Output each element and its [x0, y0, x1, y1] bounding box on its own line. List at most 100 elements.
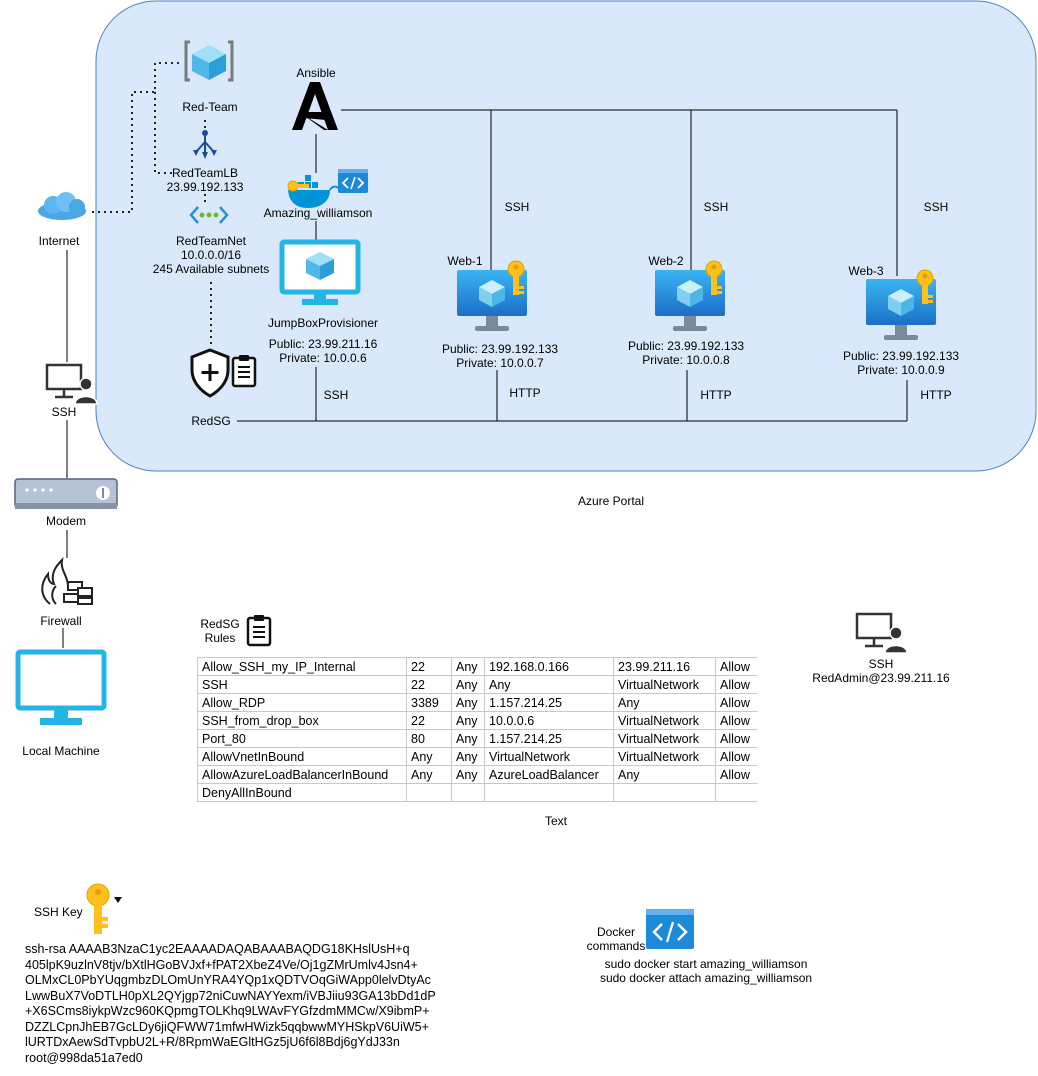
docker-cmd-attach: sudo docker attach amazing_williamson [599, 971, 813, 985]
rules-table-cell: VirtualNetwork [613, 747, 716, 766]
load-balancer-icon [193, 130, 217, 159]
rules-table-cell: Allow [715, 693, 758, 712]
edge-label-ssh-web3: SSH [923, 200, 949, 214]
rules-table-cell: Port_80 [197, 729, 407, 748]
jumpbox-name: JumpBoxProvisioner [267, 316, 379, 330]
rules-table-cell: Any [451, 765, 485, 784]
web2-name: Web-2 [648, 254, 684, 268]
container-label: Amazing_williamson [263, 206, 373, 220]
local-machine-label: Local Machine [22, 744, 100, 758]
rules-table-cell: Any [451, 711, 485, 730]
ssh-key-line: DZZLCpnJhEB7GcLDy6jiQFWW71mfwHWizk5qqbww… [25, 1019, 429, 1034]
rules-table-cell: Any [613, 693, 716, 712]
rules-table-cell [406, 783, 452, 802]
firewall-icon [41, 556, 93, 605]
clipboard-icon [246, 615, 272, 647]
modem-label: Modem [45, 514, 86, 528]
dotted-connectors [92, 62, 212, 345]
nsg-label: RedSG [191, 414, 231, 428]
vnet-icon [189, 206, 229, 224]
ssh-key-line: +X6SCms8iykpWzc960KQpmgTOLKhq9LWAvFYGfzd… [25, 1004, 430, 1018]
vnet-name: RedTeamNet [175, 234, 247, 248]
edge-label-ssh-web2: SSH [703, 200, 729, 214]
vnet-subnets: 245 Available subnets [152, 262, 270, 276]
rules-table-cell: 80 [406, 729, 452, 748]
ssh-key-line: LwwBuX7VoDTLH0pXL2QYjgp72niCuwNAYYexm/iV… [25, 988, 436, 1003]
ansible-label: Ansible [296, 66, 336, 80]
firewall-label: Firewall [40, 614, 82, 628]
edge-label-ssh-web1: SSH [504, 200, 530, 214]
edge-label-http-web1: HTTP [509, 386, 541, 400]
admin-computer-icon [855, 612, 908, 654]
rules-table-cell: 22 [406, 711, 452, 730]
web3-vm-icon [866, 269, 936, 340]
edge-label-http-web2: HTTP [700, 388, 732, 402]
rules-table-cell: AzureLoadBalancer [484, 765, 614, 784]
jumpbox-vm-icon [279, 239, 361, 305]
rules-table-cell: Allow [715, 747, 758, 766]
ansible-logo [292, 82, 338, 130]
rules-title-line2: Rules [204, 631, 236, 645]
rules-table-cell: Any [406, 765, 452, 784]
ssh-key-line: 405lpK9uzlnV8tjv/bXtlHGoBVJxf+fPAT2XbeZ4… [25, 957, 418, 972]
web1-private: Private: 10.0.0.7 [456, 356, 544, 370]
rules-table-row: DenyAllInBound [197, 783, 758, 802]
docker-label-line1: Docker [596, 925, 635, 939]
rules-table-cell: Any [451, 657, 485, 676]
shield-icon [190, 348, 230, 398]
rules-table-cell: SSH_from_drop_box [197, 711, 407, 730]
admin-ssh-label: SSH [868, 657, 894, 671]
rules-table-cell: 1.157.214.25 [484, 729, 614, 748]
monitor-icon [15, 649, 107, 725]
rules-table-cell: Any [451, 675, 485, 694]
rules-table-cell: 192.168.0.166 [484, 657, 614, 676]
edge-label-ssh-jumpbox: SSH [323, 388, 349, 402]
rules-table-cell: VirtualNetwork [613, 729, 716, 748]
ssh-left-label: SSH [51, 405, 77, 419]
key-icon [287, 180, 309, 192]
ssh-key-text: ssh-rsa AAAAB3NzaC1yc2EAAAADAQABAAABAQDG… [25, 942, 465, 1066]
internet-label: Internet [38, 234, 80, 248]
ssh-key-label: SSH Key [34, 905, 83, 919]
web1-name: Web-1 [447, 254, 483, 268]
vm-icon [184, 40, 234, 82]
rules-caption: Text [544, 814, 567, 828]
rules-table-cell: Any [451, 747, 485, 766]
cloud-icon [38, 192, 86, 220]
load-balancer-ip: 23.99.192.133 [166, 180, 244, 194]
modem-icon [14, 478, 118, 509]
docker-label-line2: commands [586, 939, 646, 953]
rules-table-cell [484, 783, 614, 802]
code-icon [338, 169, 368, 193]
rules-table-cell: VirtualNetwork [484, 747, 614, 766]
web1-vm-icon [457, 260, 527, 331]
rules-table-cell: Any [613, 765, 716, 784]
vnet-cidr: 10.0.0.0/16 [180, 248, 242, 262]
rules-table-cell: Any [484, 675, 614, 694]
ssh-key-line: root@998da51a7ed0 [25, 1050, 143, 1065]
web3-public: Public: 23.99.192.133 [842, 349, 960, 363]
rules-table-cell: 3389 [406, 693, 452, 712]
ssh-key-line: lURTDxAewSdTvpbU2L+R/8RpmWaEGltHGz5jU6f6… [25, 1035, 400, 1049]
rules-table-cell: Allow_RDP [197, 693, 407, 712]
web1-public: Public: 23.99.192.133 [441, 342, 559, 356]
rules-table-cell: Allow [715, 657, 758, 676]
web2-vm-icon [655, 260, 725, 331]
rules-table-cell: Allow_SSH_my_IP_Internal [197, 657, 407, 676]
red-team-label: Red-Team [182, 100, 238, 114]
rules-table-cell: Any [451, 729, 485, 748]
rules-table-cell: VirtualNetwork [613, 711, 716, 730]
rules-table-cell: Allow [715, 675, 758, 694]
admin-user-label: RedAdmin@23.99.211.16 [812, 671, 950, 685]
admin-computer-icon [45, 363, 98, 405]
rules-table-cell: AllowVnetInBound [197, 747, 407, 766]
rules-table-cell [613, 783, 716, 802]
